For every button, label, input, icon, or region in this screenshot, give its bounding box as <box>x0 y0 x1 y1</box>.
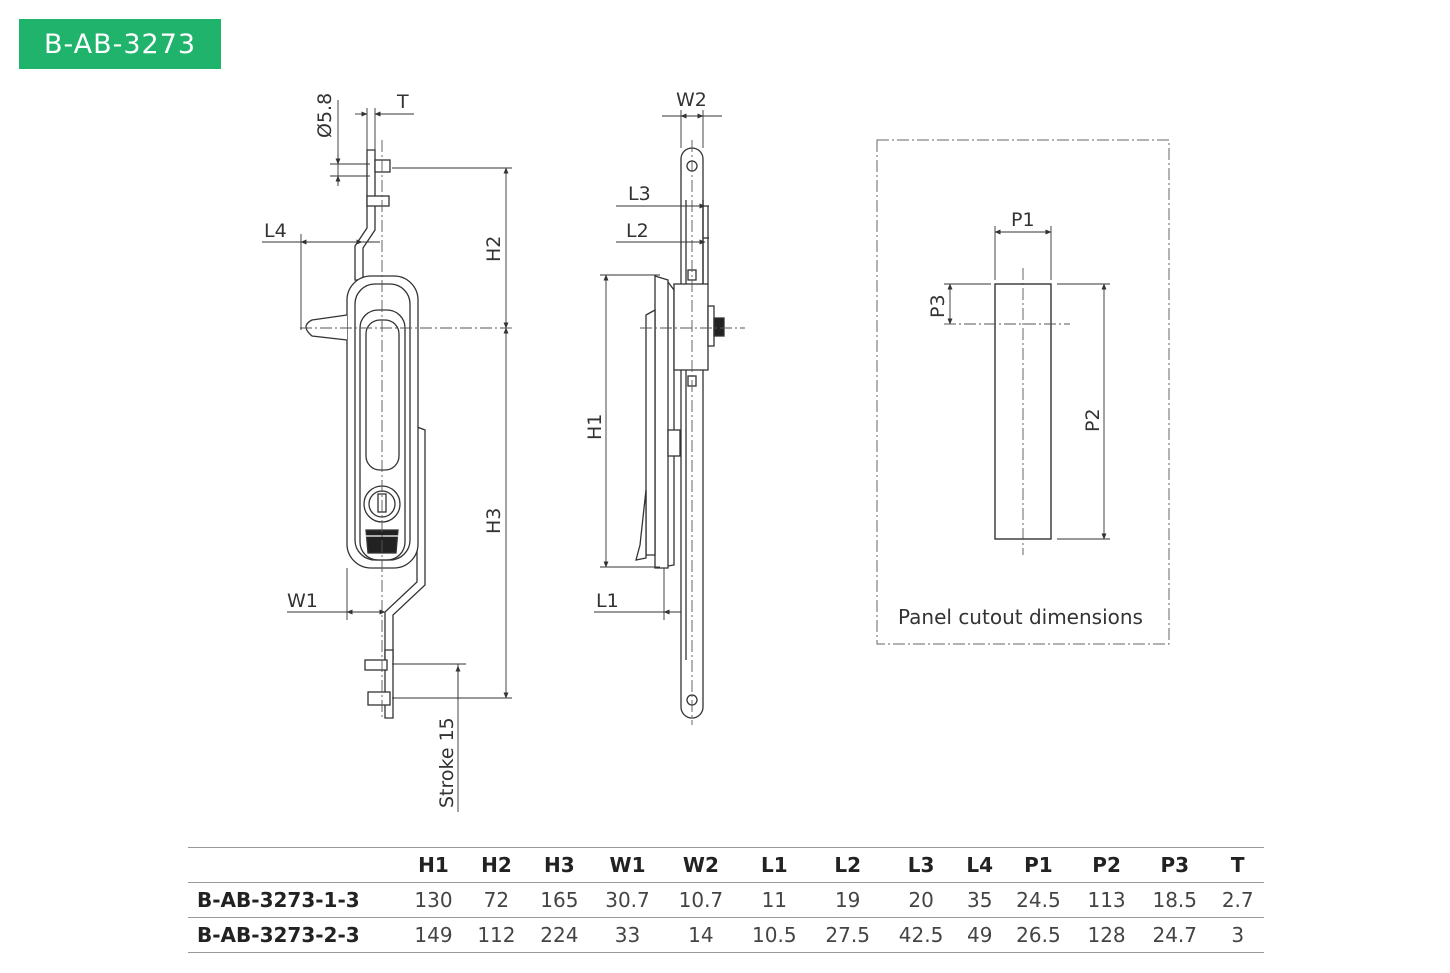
table-cell: 224 <box>527 917 591 953</box>
front-dimension-lines <box>262 100 512 812</box>
side-center-lines <box>640 140 745 725</box>
technical-drawing: Ø5.8 T L4 H2 H3 W1 Stroke 15 <box>262 89 1170 812</box>
front-center-lines <box>300 140 512 720</box>
table-cell: 128 <box>1075 917 1139 953</box>
label-stroke: Stroke 15 <box>436 717 458 808</box>
table-cell: 20 <box>884 882 958 918</box>
column-header: L3 <box>884 847 958 883</box>
model-badge: B-AB-3273 <box>19 19 221 69</box>
column-header: H1 <box>402 847 465 883</box>
table-cell: 35 <box>957 882 1002 918</box>
label-l4: L4 <box>264 220 287 242</box>
table-cell: 10.7 <box>664 882 738 918</box>
table-cell: 26.5 <box>1001 917 1076 953</box>
table-cell: 18.5 <box>1138 882 1212 918</box>
label-p3: P3 <box>927 294 949 318</box>
table-cell: 14 <box>664 917 738 953</box>
label-w2: W2 <box>676 89 707 111</box>
column-header: T <box>1211 847 1264 883</box>
label-l3: L3 <box>628 183 651 205</box>
column-header: P1 <box>1001 847 1076 883</box>
column-header: L2 <box>810 847 885 883</box>
label-h3: H3 <box>483 508 505 534</box>
label-h1: H1 <box>584 414 606 440</box>
cutout-caption: Panel cutout dimensions <box>898 605 1143 629</box>
label-l2: L2 <box>626 220 649 242</box>
column-header: P3 <box>1138 847 1212 883</box>
table-cell: 24.7 <box>1138 917 1212 953</box>
table-cell: 149 <box>402 917 465 953</box>
label-p2: P2 <box>1082 408 1104 432</box>
column-header: H3 <box>527 847 591 883</box>
table-cell: 49 <box>957 917 1002 953</box>
table-cell: 42.5 <box>884 917 958 953</box>
table-cell: 130 <box>402 882 465 918</box>
column-header: L1 <box>737 847 811 883</box>
front-view <box>305 149 426 719</box>
model-cell: B-AB-3273-1-3 <box>188 882 402 918</box>
table-cell: 2.7 <box>1211 882 1264 918</box>
side-dimension-labels: W2 L3 L2 H1 L1 <box>584 89 707 612</box>
table-row: B-AB-3273-1-3 130 72 165 30.7 10.7 11 19… <box>188 882 1264 918</box>
spec-table: H1 H2 H3 W1 W2 L1 L2 L3 L4 P1 P2 P3 T B-… <box>188 847 1264 953</box>
label-diameter: Ø5.8 <box>314 93 336 138</box>
label-p1: P1 <box>1011 209 1035 231</box>
label-t: T <box>396 91 409 113</box>
table-cell: 165 <box>527 882 591 918</box>
table-header-row: H1 H2 H3 W1 W2 L1 L2 L3 L4 P1 P2 P3 T <box>188 847 1264 883</box>
label-w1: W1 <box>287 590 318 612</box>
column-header: W2 <box>664 847 738 883</box>
cutout-view: P1 P3 P2 Panel cutout dimensions <box>876 139 1170 645</box>
table-cell: 27.5 <box>810 917 885 953</box>
model-cell: B-AB-3273-2-3 <box>188 917 402 953</box>
front-dimension-labels: Ø5.8 T L4 H2 H3 W1 Stroke 15 <box>264 91 505 808</box>
table-cell: 112 <box>464 917 528 953</box>
column-header: H2 <box>464 847 528 883</box>
column-header: W1 <box>590 847 665 883</box>
table-cell: 33 <box>590 917 665 953</box>
cutout-frame <box>876 139 1170 645</box>
table-cell: 3 <box>1211 917 1264 953</box>
table-cell: 11 <box>737 882 811 918</box>
side-dimension-lines <box>594 110 722 620</box>
table-cell: 19 <box>810 882 885 918</box>
column-header <box>188 847 402 883</box>
label-h2: H2 <box>483 236 505 262</box>
side-view <box>635 147 725 719</box>
column-header: L4 <box>957 847 1002 883</box>
table-cell: 72 <box>464 882 528 918</box>
table-cell: 30.7 <box>590 882 665 918</box>
column-header: P2 <box>1075 847 1139 883</box>
table-cell: 113 <box>1075 882 1139 918</box>
table-cell: 10.5 <box>737 917 811 953</box>
table-cell: 24.5 <box>1001 882 1076 918</box>
label-l1: L1 <box>596 590 619 612</box>
table-row: B-AB-3273-2-3 149 112 224 33 14 10.5 27.… <box>188 917 1264 953</box>
